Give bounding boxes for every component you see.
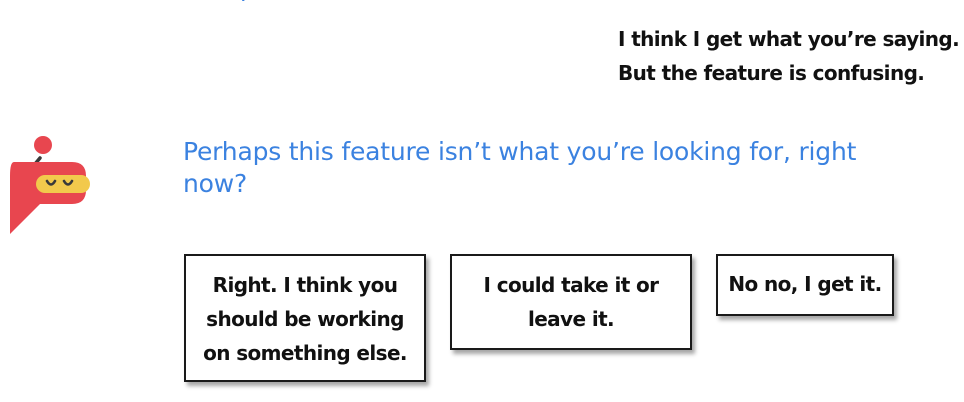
reply-option-line: I could take it or — [483, 273, 660, 297]
bot-message: Perhaps this feature isn’t what you’re l… — [183, 137, 857, 198]
user-message-line-2: But the feature is confusing. — [618, 61, 925, 85]
reply-option-line: on something else. — [203, 341, 407, 365]
reply-option-take-it-or-leave-it[interactable]: I could take it or leave it. — [450, 254, 692, 350]
reply-option-line: Right. I think you — [212, 273, 398, 297]
clipped-previous-message: p — [240, 0, 255, 2]
reply-option-line: leave it. — [527, 307, 615, 331]
reply-option-line: should be working — [206, 307, 404, 331]
user-message: I think I get what you’re saying. But th… — [618, 22, 964, 90]
reply-option-line: No no, I get it. — [728, 272, 882, 296]
robot-speech-bubble-icon — [0, 128, 100, 238]
reply-option-i-get-it[interactable]: No no, I get it. — [716, 254, 894, 316]
reply-option-work-on-something-else[interactable]: Right. I think you should be working on … — [184, 254, 426, 382]
user-message-line-1: I think I get what you’re saying. — [618, 27, 960, 51]
